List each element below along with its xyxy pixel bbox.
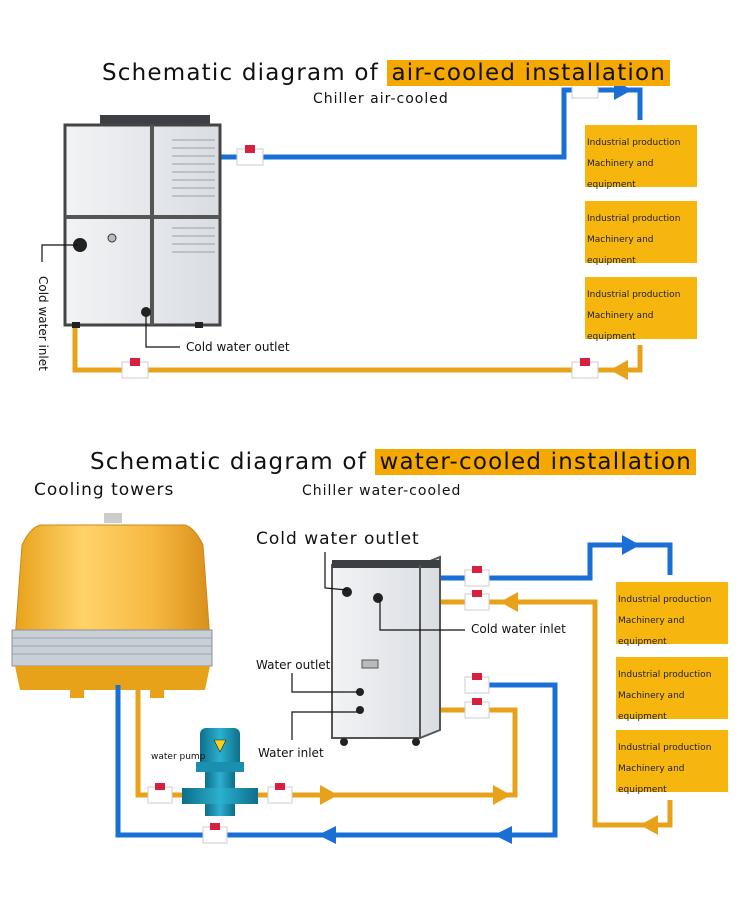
air-cold-water-outlet-label: Cold water outlet [186, 340, 290, 354]
pipe-arrow [622, 535, 640, 555]
air-cold-pipe [150, 87, 643, 315]
air-equipment-box-1: Industrial production Machinery and equi… [585, 125, 697, 190]
equipment-cold-pipe [340, 542, 673, 581]
water-inlet-label: Water inlet [258, 746, 324, 760]
air-title-prefix: Schematic diagram of [102, 60, 388, 86]
equipment-line-2: Machinery and equipment [587, 159, 654, 190]
air-equipment-box-2: Industrial production Machinery and equi… [585, 201, 697, 266]
valve-icon [464, 566, 490, 587]
water-equipment-box-1: Industrial production Machinery and equi… [616, 582, 728, 647]
water-outlet-label: Water outlet [256, 658, 331, 672]
equipment-line-1: Industrial production [587, 214, 681, 224]
water-cold-water-outlet-label: Cold water outlet [256, 529, 420, 549]
valve-icon [236, 145, 264, 166]
valve-icon [464, 673, 490, 694]
equipment-line-1: Industrial production [618, 595, 712, 605]
valve-icon [464, 590, 490, 611]
air-equipment-box-3: Industrial production Machinery and equi… [585, 277, 697, 342]
water-chiller-subtitle: Chiller water-cooled [302, 483, 462, 499]
valve-icon [202, 823, 228, 844]
water-pump-image [182, 728, 258, 816]
cooling-tower-image [11, 513, 213, 698]
pipe-arrow [493, 785, 511, 805]
valve-icon [267, 783, 293, 804]
pipe-arrow [494, 826, 512, 844]
equipment-line-1: Industrial production [618, 743, 712, 753]
pipe-arrow [500, 592, 518, 612]
leader-line [145, 316, 180, 348]
water-title-highlight: water-cooled installation [375, 449, 697, 475]
leader-line [291, 711, 358, 740]
water-section-title: Schematic diagram of water-cooled instal… [90, 449, 697, 475]
valve-icon [121, 358, 149, 379]
equipment-line-2: Machinery and equipment [587, 311, 654, 342]
air-section-title: Schematic diagram of air-cooled installa… [102, 60, 671, 86]
pipe-arrow [320, 785, 338, 805]
water-equipment-box-2: Industrial production Machinery and equi… [616, 657, 728, 722]
leader-line [379, 600, 465, 631]
cooling-towers-label: Cooling towers [34, 480, 175, 500]
tower-return-pipe [115, 682, 558, 838]
equipment-line-1: Industrial production [587, 138, 681, 148]
water-cooled-chiller-image [331, 555, 441, 746]
pipe-arrow [640, 815, 658, 835]
water-title-prefix: Schematic diagram of [90, 449, 376, 475]
air-cold-water-inlet-label: Cold water inlet [36, 276, 50, 371]
equipment-return-pipe [370, 599, 673, 828]
valve-icon [571, 358, 599, 379]
water-cold-water-inlet-label: Cold water inlet [471, 622, 566, 636]
tower-supply-pipe [135, 685, 518, 798]
leader-line [291, 673, 358, 693]
valve-icon [147, 783, 173, 804]
equipment-line-1: Industrial production [618, 670, 712, 680]
leader-line [41, 244, 78, 262]
equipment-line-2: Machinery and equipment [618, 764, 685, 795]
valve-icon [464, 698, 490, 719]
air-title-highlight: air-cooled installation [387, 60, 671, 86]
equipment-line-2: Machinery and equipment [618, 691, 685, 722]
air-cooled-chiller-image [63, 115, 222, 328]
equipment-line-1: Industrial production [587, 290, 681, 300]
water-pump-label: water pump [151, 752, 206, 762]
air-chiller-subtitle: Chiller air-cooled [313, 91, 449, 107]
equipment-line-2: Machinery and equipment [618, 616, 685, 647]
equipment-line-2: Machinery and equipment [587, 235, 654, 266]
air-return-arrow-head-1 [610, 360, 628, 380]
pipe-arrow [318, 826, 336, 844]
leader-line [324, 552, 348, 591]
water-equipment-box-3: Industrial production Machinery and equi… [616, 730, 728, 795]
